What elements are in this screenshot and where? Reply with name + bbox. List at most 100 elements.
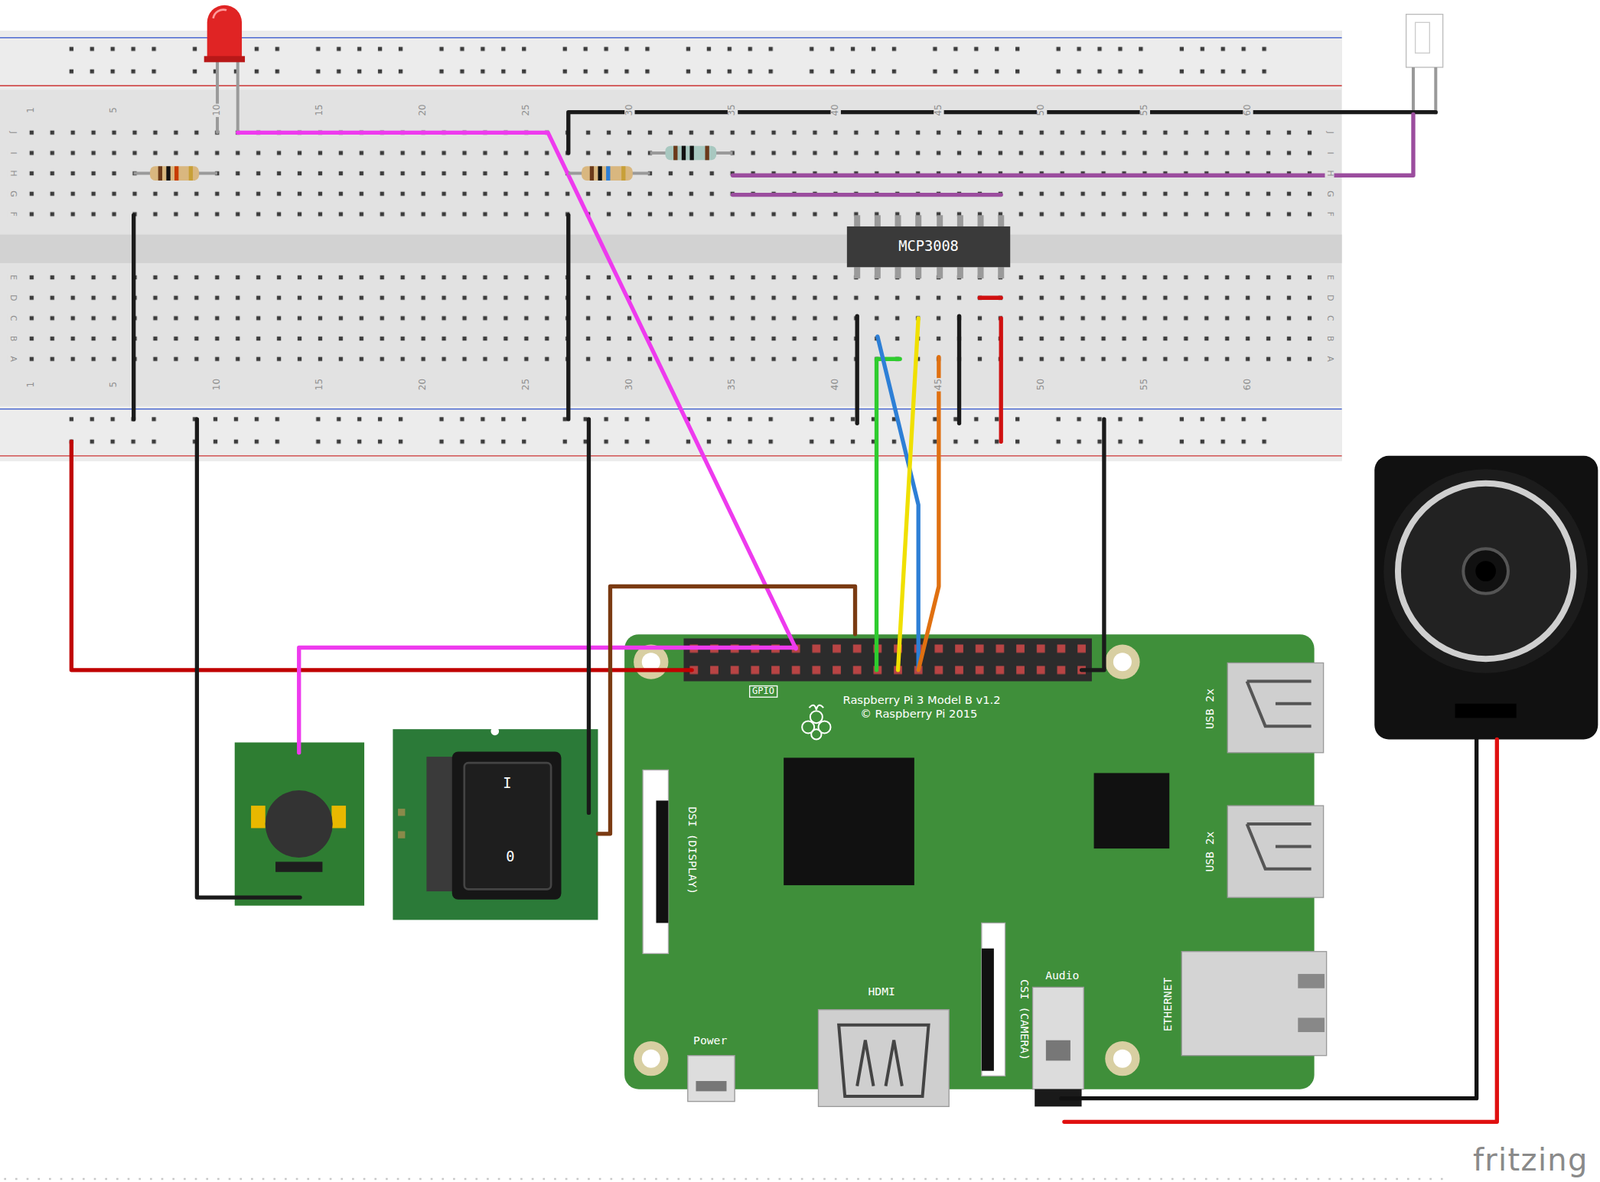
- resistor: [681, 146, 686, 161]
- speaker: [1374, 456, 1598, 740]
- wire: [898, 318, 919, 671]
- column-number: 55: [1139, 378, 1150, 392]
- raspberry-pi-board: GPIORaspberry Pi 3 Model B v1.2© Raspber…: [624, 634, 1314, 1090]
- wire: [918, 357, 939, 671]
- switch-mark: I: [502, 775, 512, 792]
- resistor: [689, 146, 694, 161]
- wire: [957, 316, 962, 424]
- led: [204, 5, 245, 63]
- raspberry-pi-board: [1104, 1041, 1140, 1076]
- wire: [732, 192, 1001, 197]
- column-number: 20: [418, 378, 429, 392]
- raspberry-pi-board: [1046, 1040, 1071, 1062]
- port-label: USB 2x: [1204, 688, 1217, 730]
- chip-pins: [997, 215, 1004, 227]
- column-number: 35: [727, 378, 738, 392]
- raspberry-pi-board: [1297, 1017, 1325, 1033]
- photodiode: [1415, 22, 1431, 53]
- watermark: fritzing: [1472, 1143, 1589, 1177]
- column-number: 50: [1036, 103, 1047, 118]
- board-name: Raspberry Pi 3 Model B v1.2: [843, 694, 1001, 708]
- wire: [196, 419, 300, 898]
- raspberry-pi-board: [683, 638, 1092, 682]
- breadboard: [0, 455, 1343, 457]
- wire: [979, 296, 1001, 300]
- chip-pins: [874, 267, 881, 279]
- column-number: 60: [1242, 378, 1253, 392]
- speaker: [1374, 456, 1598, 740]
- row-letter: D: [1325, 293, 1335, 303]
- raspberry-pi-board: [981, 922, 1006, 1076]
- resistor: [581, 166, 633, 181]
- row-letter: B: [1325, 335, 1335, 343]
- adc-chip: MCP3008: [847, 226, 1011, 268]
- chip-pins: [915, 267, 922, 279]
- column-number: 40: [830, 378, 841, 392]
- row-letter: C: [7, 314, 17, 323]
- raspberry-pi-board: [683, 638, 1092, 682]
- chip-pins: [936, 215, 943, 227]
- chip-pins: [895, 215, 902, 227]
- port-label: Power: [693, 1035, 727, 1048]
- wire: [237, 132, 796, 649]
- rocker-switch: I0: [392, 729, 598, 920]
- wire: [71, 441, 692, 671]
- wire: [299, 647, 796, 753]
- chip-pins: [936, 267, 943, 279]
- wire: [877, 336, 919, 671]
- photodiode: [1406, 14, 1444, 115]
- breadboard: [61, 39, 1297, 85]
- resistor: [664, 146, 717, 161]
- resistor: [649, 146, 733, 161]
- column-number: 1: [26, 106, 37, 115]
- raspberry-pi-board: [838, 1025, 929, 1097]
- buzzer-module: [331, 805, 346, 828]
- breadboard: [21, 267, 1320, 369]
- column-number: 5: [108, 380, 119, 388]
- column-number: 45: [933, 103, 944, 118]
- row-letter: D: [7, 293, 17, 303]
- wire: [999, 318, 1004, 442]
- row-letter: J: [1325, 130, 1335, 135]
- buzzer-module: [234, 742, 365, 906]
- column-number: 35: [727, 103, 738, 118]
- raspberry-pi-board: [1032, 987, 1085, 1089]
- chip-pins: [957, 215, 964, 227]
- led: [213, 9, 227, 19]
- column-number: 45: [933, 378, 944, 392]
- chip-pins: [977, 215, 985, 227]
- port-label: HDMI: [868, 986, 896, 999]
- buzzer-module: [250, 805, 266, 828]
- column-number: 15: [315, 378, 326, 392]
- chip-pins: [915, 215, 922, 227]
- row-letter: G: [1325, 189, 1335, 199]
- row-letter: E: [7, 273, 17, 281]
- raspberry-pi-board: [1094, 772, 1170, 849]
- raspberry-pi-board: [1247, 824, 1312, 870]
- resistor: [568, 166, 651, 181]
- breadboard: [0, 37, 1343, 39]
- row-letter: C: [1325, 314, 1335, 323]
- breadboard: [0, 30, 1343, 90]
- speaker: [1475, 560, 1496, 582]
- row-letter: B: [7, 335, 17, 343]
- raspberry-pi-board: [687, 1055, 735, 1102]
- row-letter: F: [7, 211, 17, 219]
- resistor: [606, 166, 610, 181]
- column-number: 50: [1036, 378, 1047, 392]
- resistor: [589, 166, 594, 181]
- breadboard: [0, 406, 1343, 462]
- raspberry-pi-board: [624, 634, 1327, 1107]
- raspberry-pi-board: [1113, 1049, 1132, 1069]
- raspberry-pi-board: [801, 705, 831, 740]
- rocker-switch: [452, 751, 562, 900]
- wire: [566, 215, 571, 420]
- buzzer-module: [275, 861, 323, 872]
- resistor: [189, 166, 193, 181]
- chip-pins: [977, 267, 985, 279]
- row-letter: H: [7, 169, 17, 178]
- wire: [876, 358, 901, 671]
- raspberry-pi-board: [981, 948, 994, 1072]
